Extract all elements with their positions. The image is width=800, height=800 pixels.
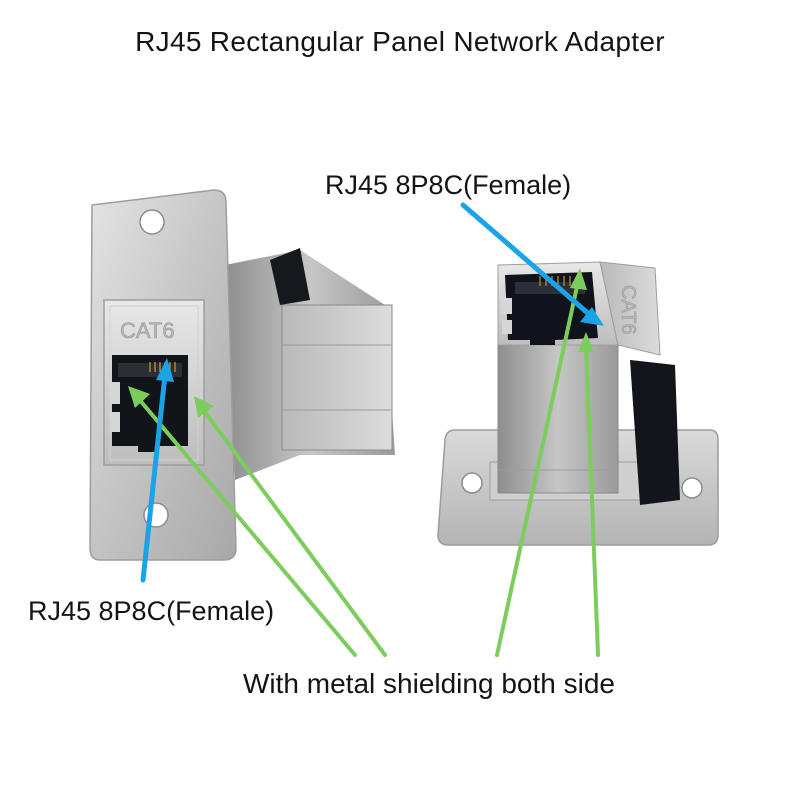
- right-plate-right-hole: [681, 477, 703, 499]
- shielding-arrow-left-1: [136, 396, 357, 657]
- right-plate-left-hole: [461, 472, 483, 494]
- connector-label-top-right: RJ45 8P8C(Female): [325, 170, 572, 200]
- left-cat6-marking: CAT6: [120, 318, 175, 343]
- connector-arrow-right: [460, 202, 593, 318]
- left-adapter-shield-housing: [281, 304, 393, 451]
- shielding-arrow-left-2: [200, 406, 387, 657]
- connector-label-bottom-left: RJ45 8P8C(Female): [28, 596, 275, 626]
- left-adapter: CAT6: [89, 189, 395, 561]
- right-adapter-side-face: [599, 261, 661, 356]
- left-adapter-rear-plastic: [270, 248, 310, 305]
- left-plate-top-hole: [139, 209, 165, 235]
- right-adapter-side-plastic: [630, 360, 680, 505]
- connector-arrow-left: [140, 372, 168, 583]
- shielding-arrow-right-1: [495, 280, 580, 657]
- right-cat6-marking: CAT6: [617, 285, 639, 335]
- page-title: RJ45 Rectangular Panel Network Adapter: [135, 26, 665, 57]
- annotation-arrows: [128, 202, 604, 657]
- shielding-label: With metal shielding both side: [243, 668, 615, 699]
- shielding-arrow-right-2: [584, 343, 600, 657]
- right-adapter: CAT6: [437, 261, 719, 546]
